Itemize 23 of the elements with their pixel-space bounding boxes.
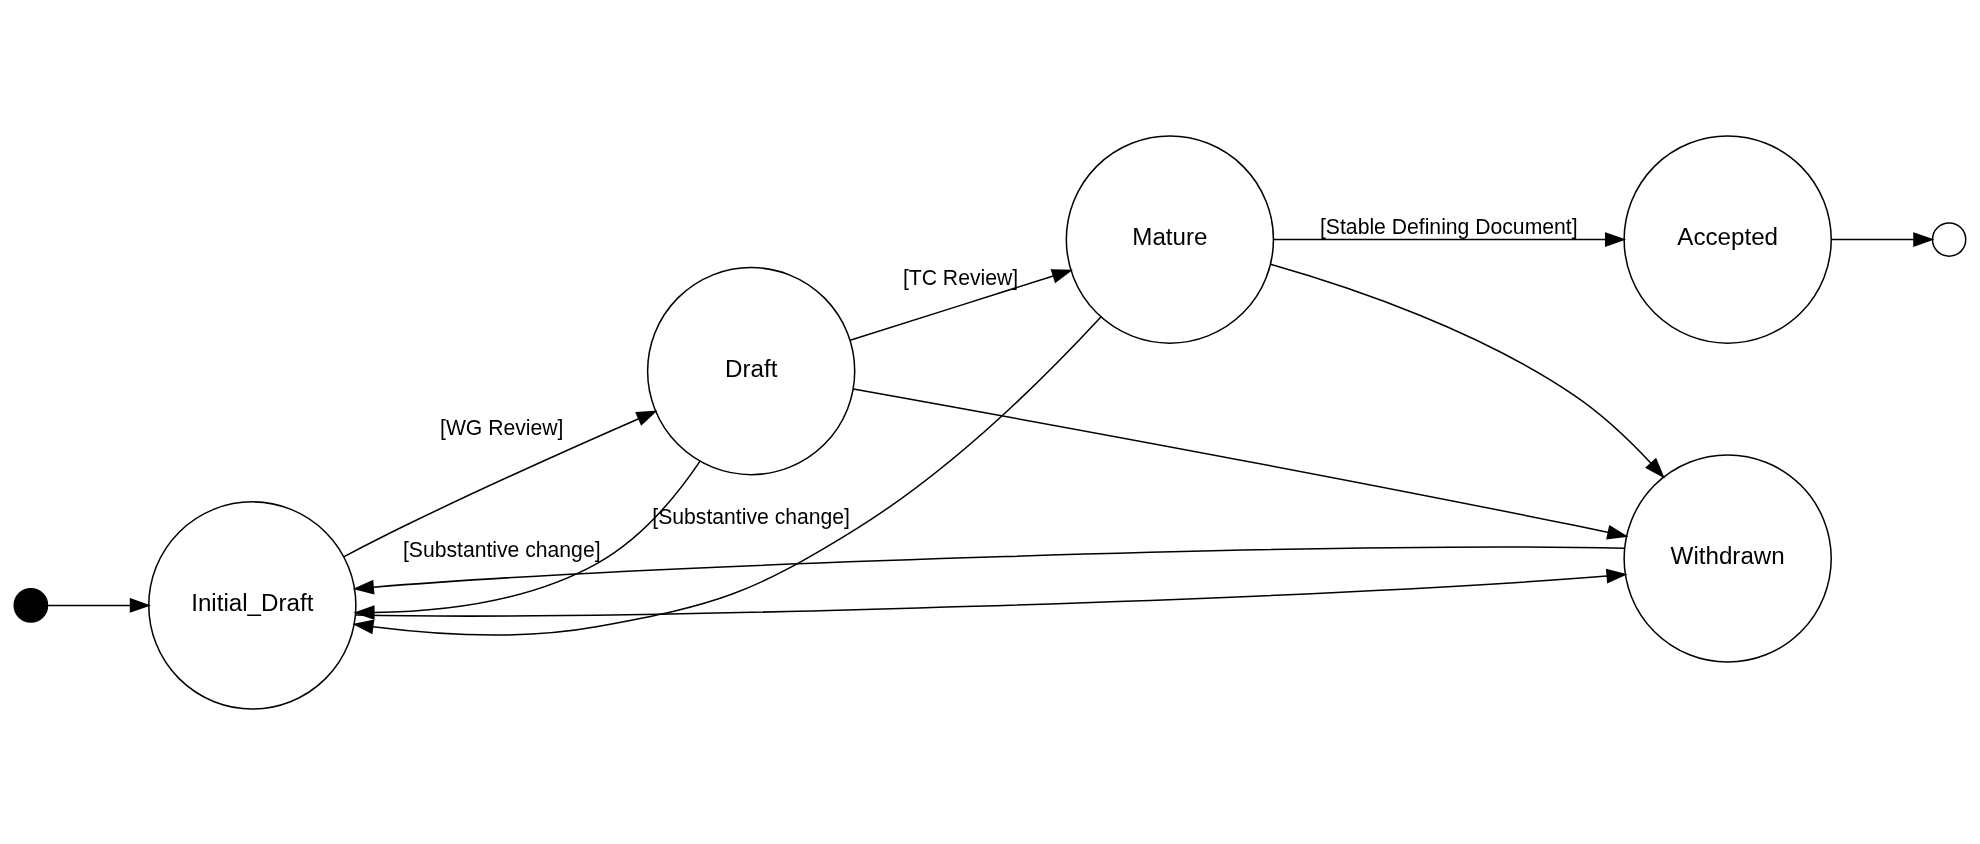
arrow bbox=[353, 460, 701, 620]
arrow bbox=[1830, 231, 1935, 247]
arrow bbox=[1273, 231, 1627, 247]
node-circle: Mature bbox=[1065, 134, 1275, 344]
arrow bbox=[352, 315, 1102, 636]
edge-label: [Substantive change] bbox=[402, 537, 601, 561]
node-circle: Initial_Draft bbox=[148, 500, 357, 710]
node-circle: Draft bbox=[646, 266, 856, 475]
arrow bbox=[352, 546, 1625, 595]
edge-label: [Substantive change] bbox=[652, 504, 850, 528]
arrow bbox=[1269, 263, 1665, 479]
node-circle bbox=[1931, 221, 1967, 257]
node-circle: Withdrawn bbox=[1623, 453, 1832, 663]
arrow bbox=[852, 387, 1629, 539]
edge-label: [WG Review] bbox=[440, 415, 564, 439]
arrow bbox=[343, 409, 658, 557]
arrow bbox=[47, 597, 151, 613]
node-circle: Accepted bbox=[1623, 134, 1832, 344]
node-circle bbox=[13, 587, 49, 623]
edge-label: [Stable Defining Document] bbox=[1320, 214, 1578, 238]
edge-label: [TC Review] bbox=[902, 265, 1019, 289]
arrow bbox=[354, 568, 1628, 617]
arrow bbox=[849, 268, 1073, 341]
